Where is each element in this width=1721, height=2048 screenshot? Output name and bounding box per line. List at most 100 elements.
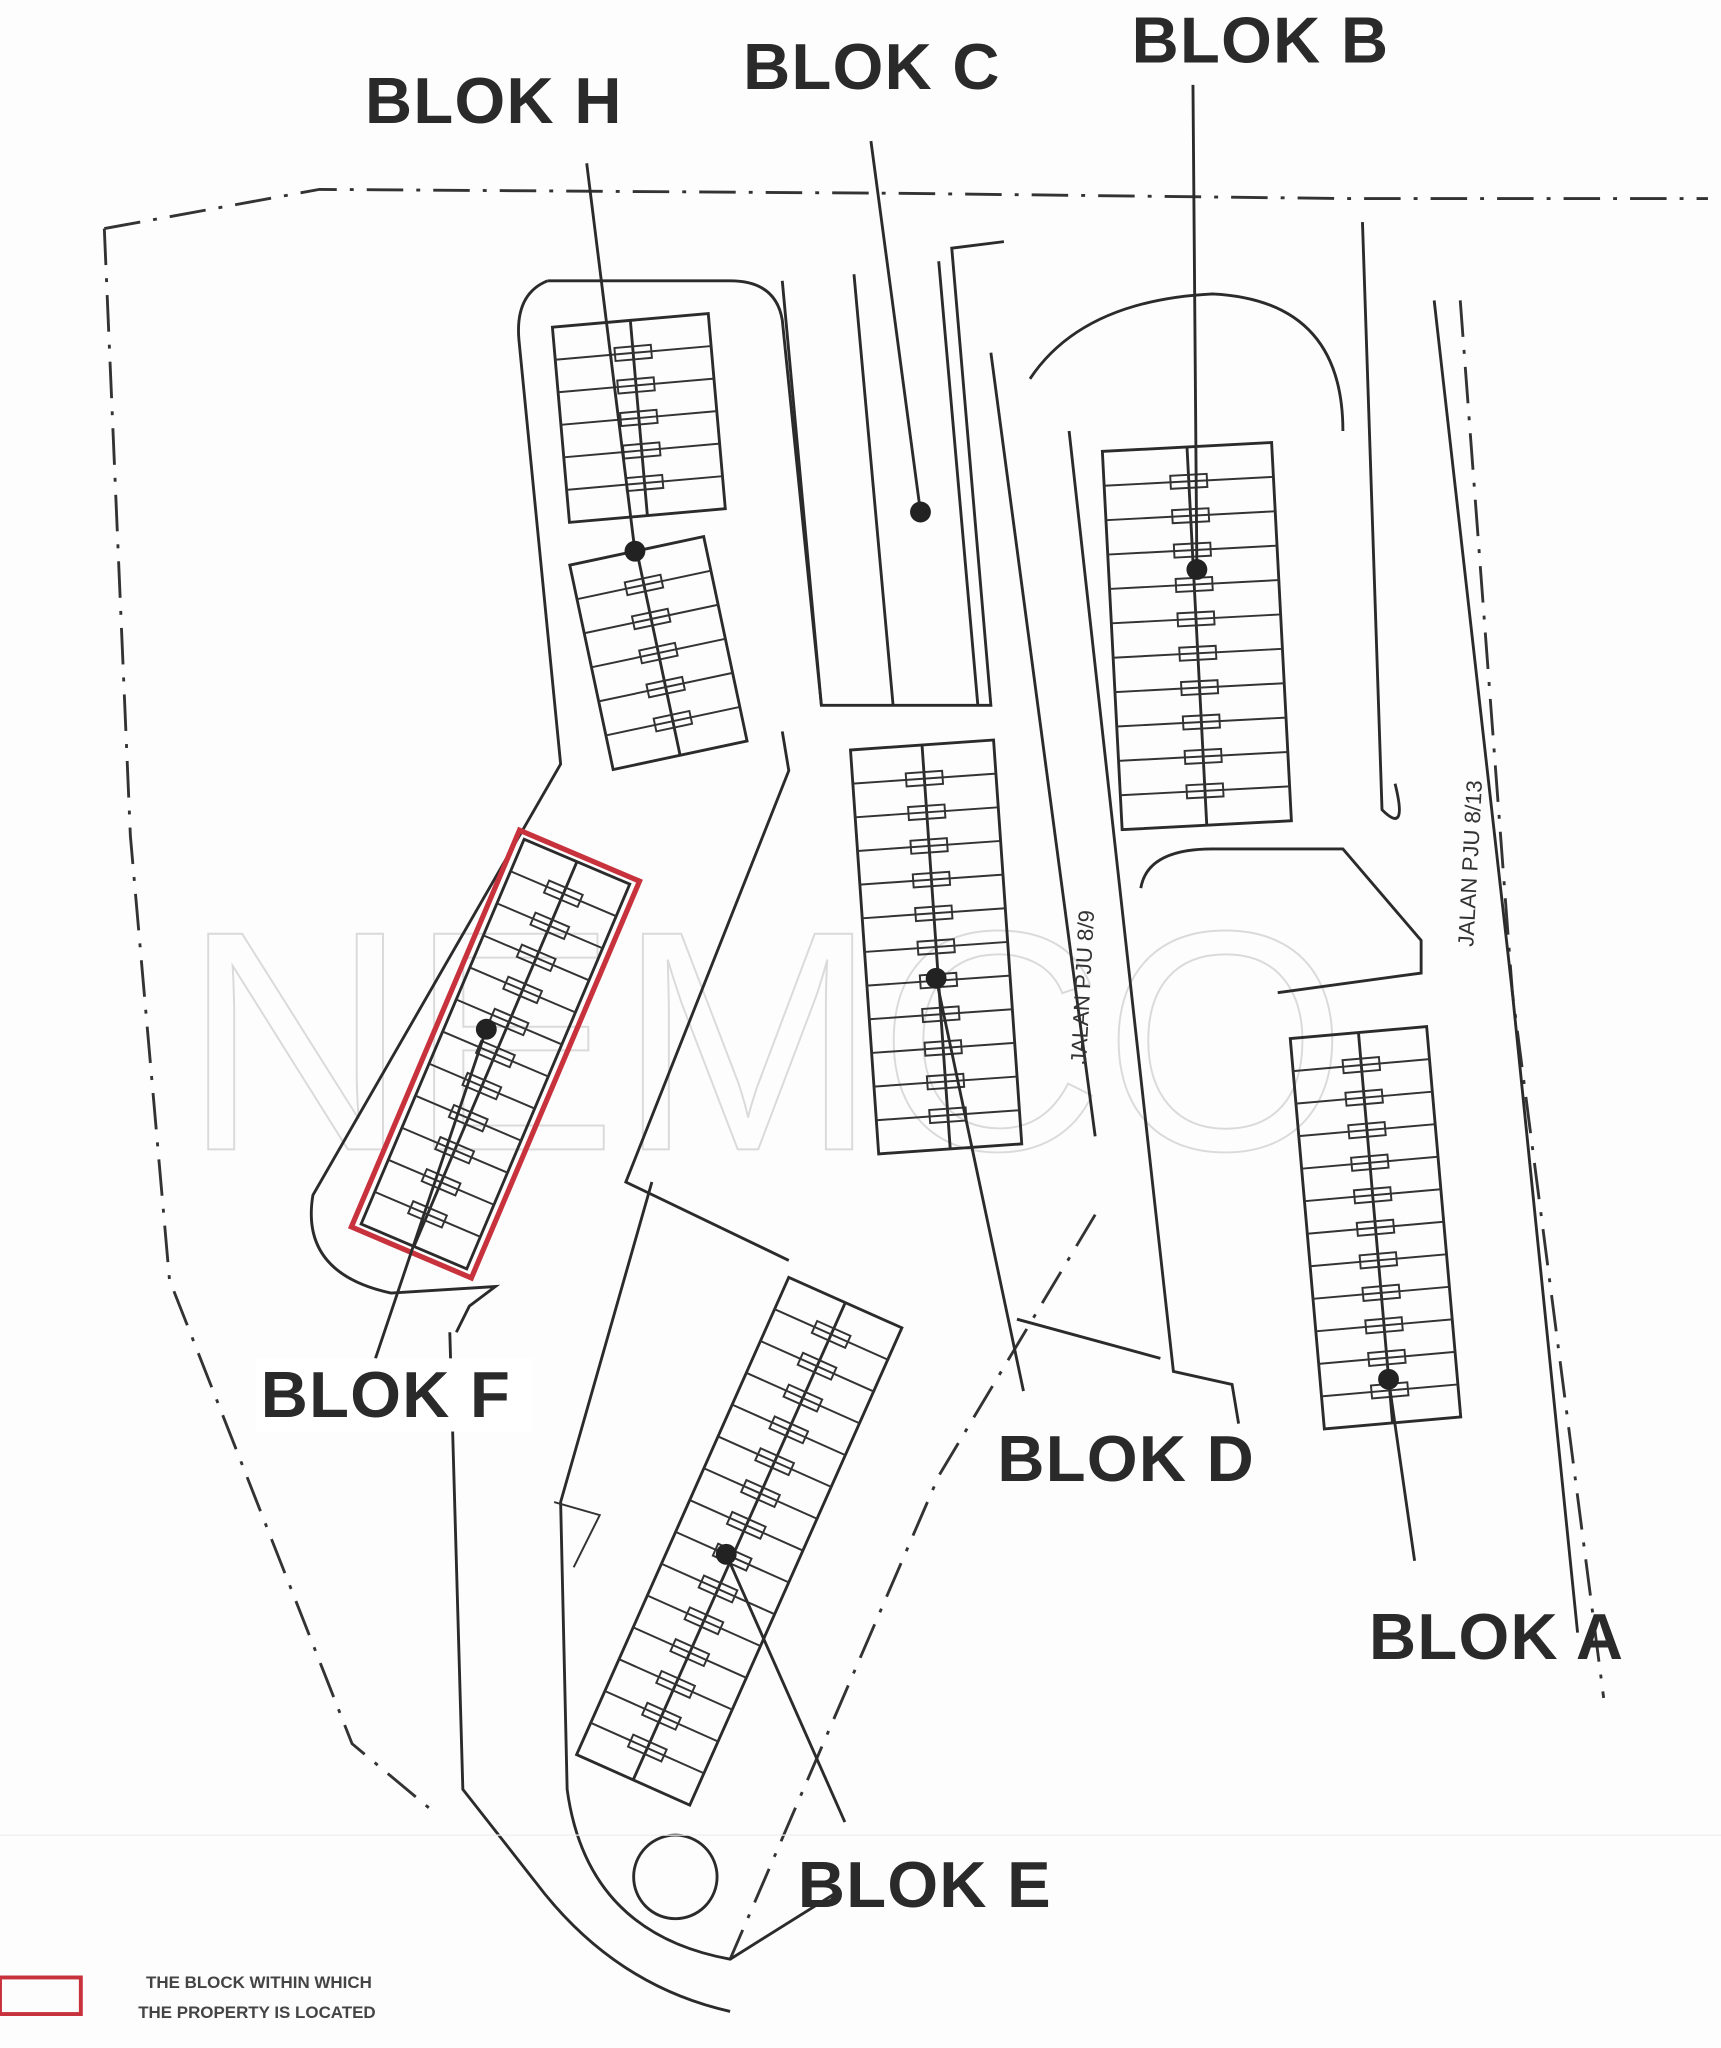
blocks [359, 311, 1463, 1807]
stair-core [474, 1039, 517, 1069]
unit-divider [442, 1030, 549, 1078]
unit-divider [661, 1562, 776, 1616]
unit-divider [774, 1308, 889, 1361]
stair-core [914, 904, 954, 923]
blok-f-building [359, 837, 632, 1271]
unit-divider [1116, 716, 1287, 728]
stair-core [1355, 1218, 1396, 1237]
unit-divider [598, 671, 733, 703]
unit-divider [1307, 1220, 1444, 1235]
unit-divider [401, 1126, 508, 1174]
unit-divider [1104, 475, 1274, 487]
label-blok-b: BLOK B [1132, 4, 1390, 77]
stair-core [1350, 1153, 1390, 1172]
unit-divider [876, 1109, 1020, 1122]
unit-divider [1107, 544, 1278, 556]
unit-divider [745, 1371, 860, 1425]
stair-core [1179, 679, 1220, 697]
blok-c-footprint [780, 261, 980, 706]
stair-core [1364, 1316, 1404, 1335]
unit-divider [1318, 1350, 1456, 1365]
stair-core [1183, 747, 1223, 765]
stair-core [623, 573, 665, 597]
label-blok-f: BLOK F [261, 1358, 511, 1431]
unit-divider [632, 1626, 747, 1679]
label-blok-d: BLOK D [997, 1422, 1255, 1495]
unit-divider [852, 772, 996, 785]
blok-c-marker [910, 501, 931, 523]
stair-core [616, 376, 656, 395]
unit-divider [387, 1158, 495, 1206]
unit-divider [855, 806, 999, 819]
stair-core [461, 1071, 503, 1101]
unit-divider [1105, 510, 1276, 522]
unit-divider [566, 475, 723, 491]
stair-core [434, 1135, 476, 1165]
building-outline [848, 738, 1024, 1156]
blok-f-label-bg [255, 1358, 532, 1432]
stair-core [645, 675, 687, 699]
blok-e-marker [715, 1543, 737, 1565]
stair-core [501, 975, 544, 1005]
unit-divider [646, 1594, 761, 1647]
label-blok-c: BLOK C [743, 30, 1001, 103]
unit-divider [1113, 647, 1283, 659]
stair-core [1170, 507, 1211, 525]
corridor-line [631, 1301, 847, 1781]
stair-core [1361, 1283, 1401, 1302]
blok-h-building [550, 311, 727, 524]
blok-b-building [1100, 441, 1293, 832]
unit-divider [428, 1062, 536, 1110]
unit-divider [871, 1041, 1015, 1054]
label-blok-e: BLOK E [798, 1848, 1052, 1921]
stair-core [810, 1319, 852, 1350]
unit-divider [576, 569, 712, 601]
leader-lines [374, 84, 1417, 1823]
label-blok-h: BLOK H [365, 64, 623, 137]
stair-core [420, 1167, 462, 1197]
stair-core [626, 1733, 668, 1763]
stair-core [652, 709, 694, 733]
site-boundary [104, 187, 1708, 230]
unit-divider [590, 1721, 705, 1775]
unit-divider [483, 934, 590, 982]
stair-core [796, 1351, 838, 1381]
stair-core [768, 1415, 810, 1445]
unit-divider [1312, 1285, 1450, 1300]
unit-divider [703, 1467, 818, 1520]
stair-core [1178, 644, 1218, 662]
unit-divider [604, 1690, 719, 1743]
stair-core [1367, 1348, 1407, 1368]
stair-core [613, 343, 653, 363]
stair-core [907, 803, 947, 822]
blok-h-marker [624, 540, 646, 562]
unit-divider [1111, 613, 1281, 625]
unit-divider [510, 870, 617, 918]
stair-core [630, 607, 672, 631]
stair-core [1169, 472, 1209, 490]
blok-d-building [848, 738, 1024, 1156]
unit-divider [862, 907, 1006, 920]
stair-core [1347, 1121, 1387, 1140]
unit-divider [558, 377, 715, 394]
stair-core [1358, 1251, 1399, 1270]
stair-core [542, 879, 584, 909]
legend-text-line2: THE PROPERTY IS LOCATED [138, 2003, 375, 2022]
stair-core [638, 641, 679, 665]
unit-divider [873, 1075, 1018, 1088]
stair-core [619, 408, 659, 428]
unit-divider [1109, 579, 1279, 590]
unit-divider [496, 902, 603, 950]
blok-b-marker [1186, 559, 1208, 580]
stair-core [753, 1446, 796, 1477]
legend-swatch [0, 1975, 83, 2016]
unit-divider [455, 998, 563, 1046]
label-blok-a: BLOK A [1369, 1600, 1624, 1673]
stair-core [904, 769, 945, 788]
stair-core [529, 911, 571, 941]
unit-divider [731, 1403, 846, 1456]
unit-divider [563, 442, 720, 459]
stair-core [447, 1103, 489, 1133]
unit-divider [869, 1008, 1013, 1021]
